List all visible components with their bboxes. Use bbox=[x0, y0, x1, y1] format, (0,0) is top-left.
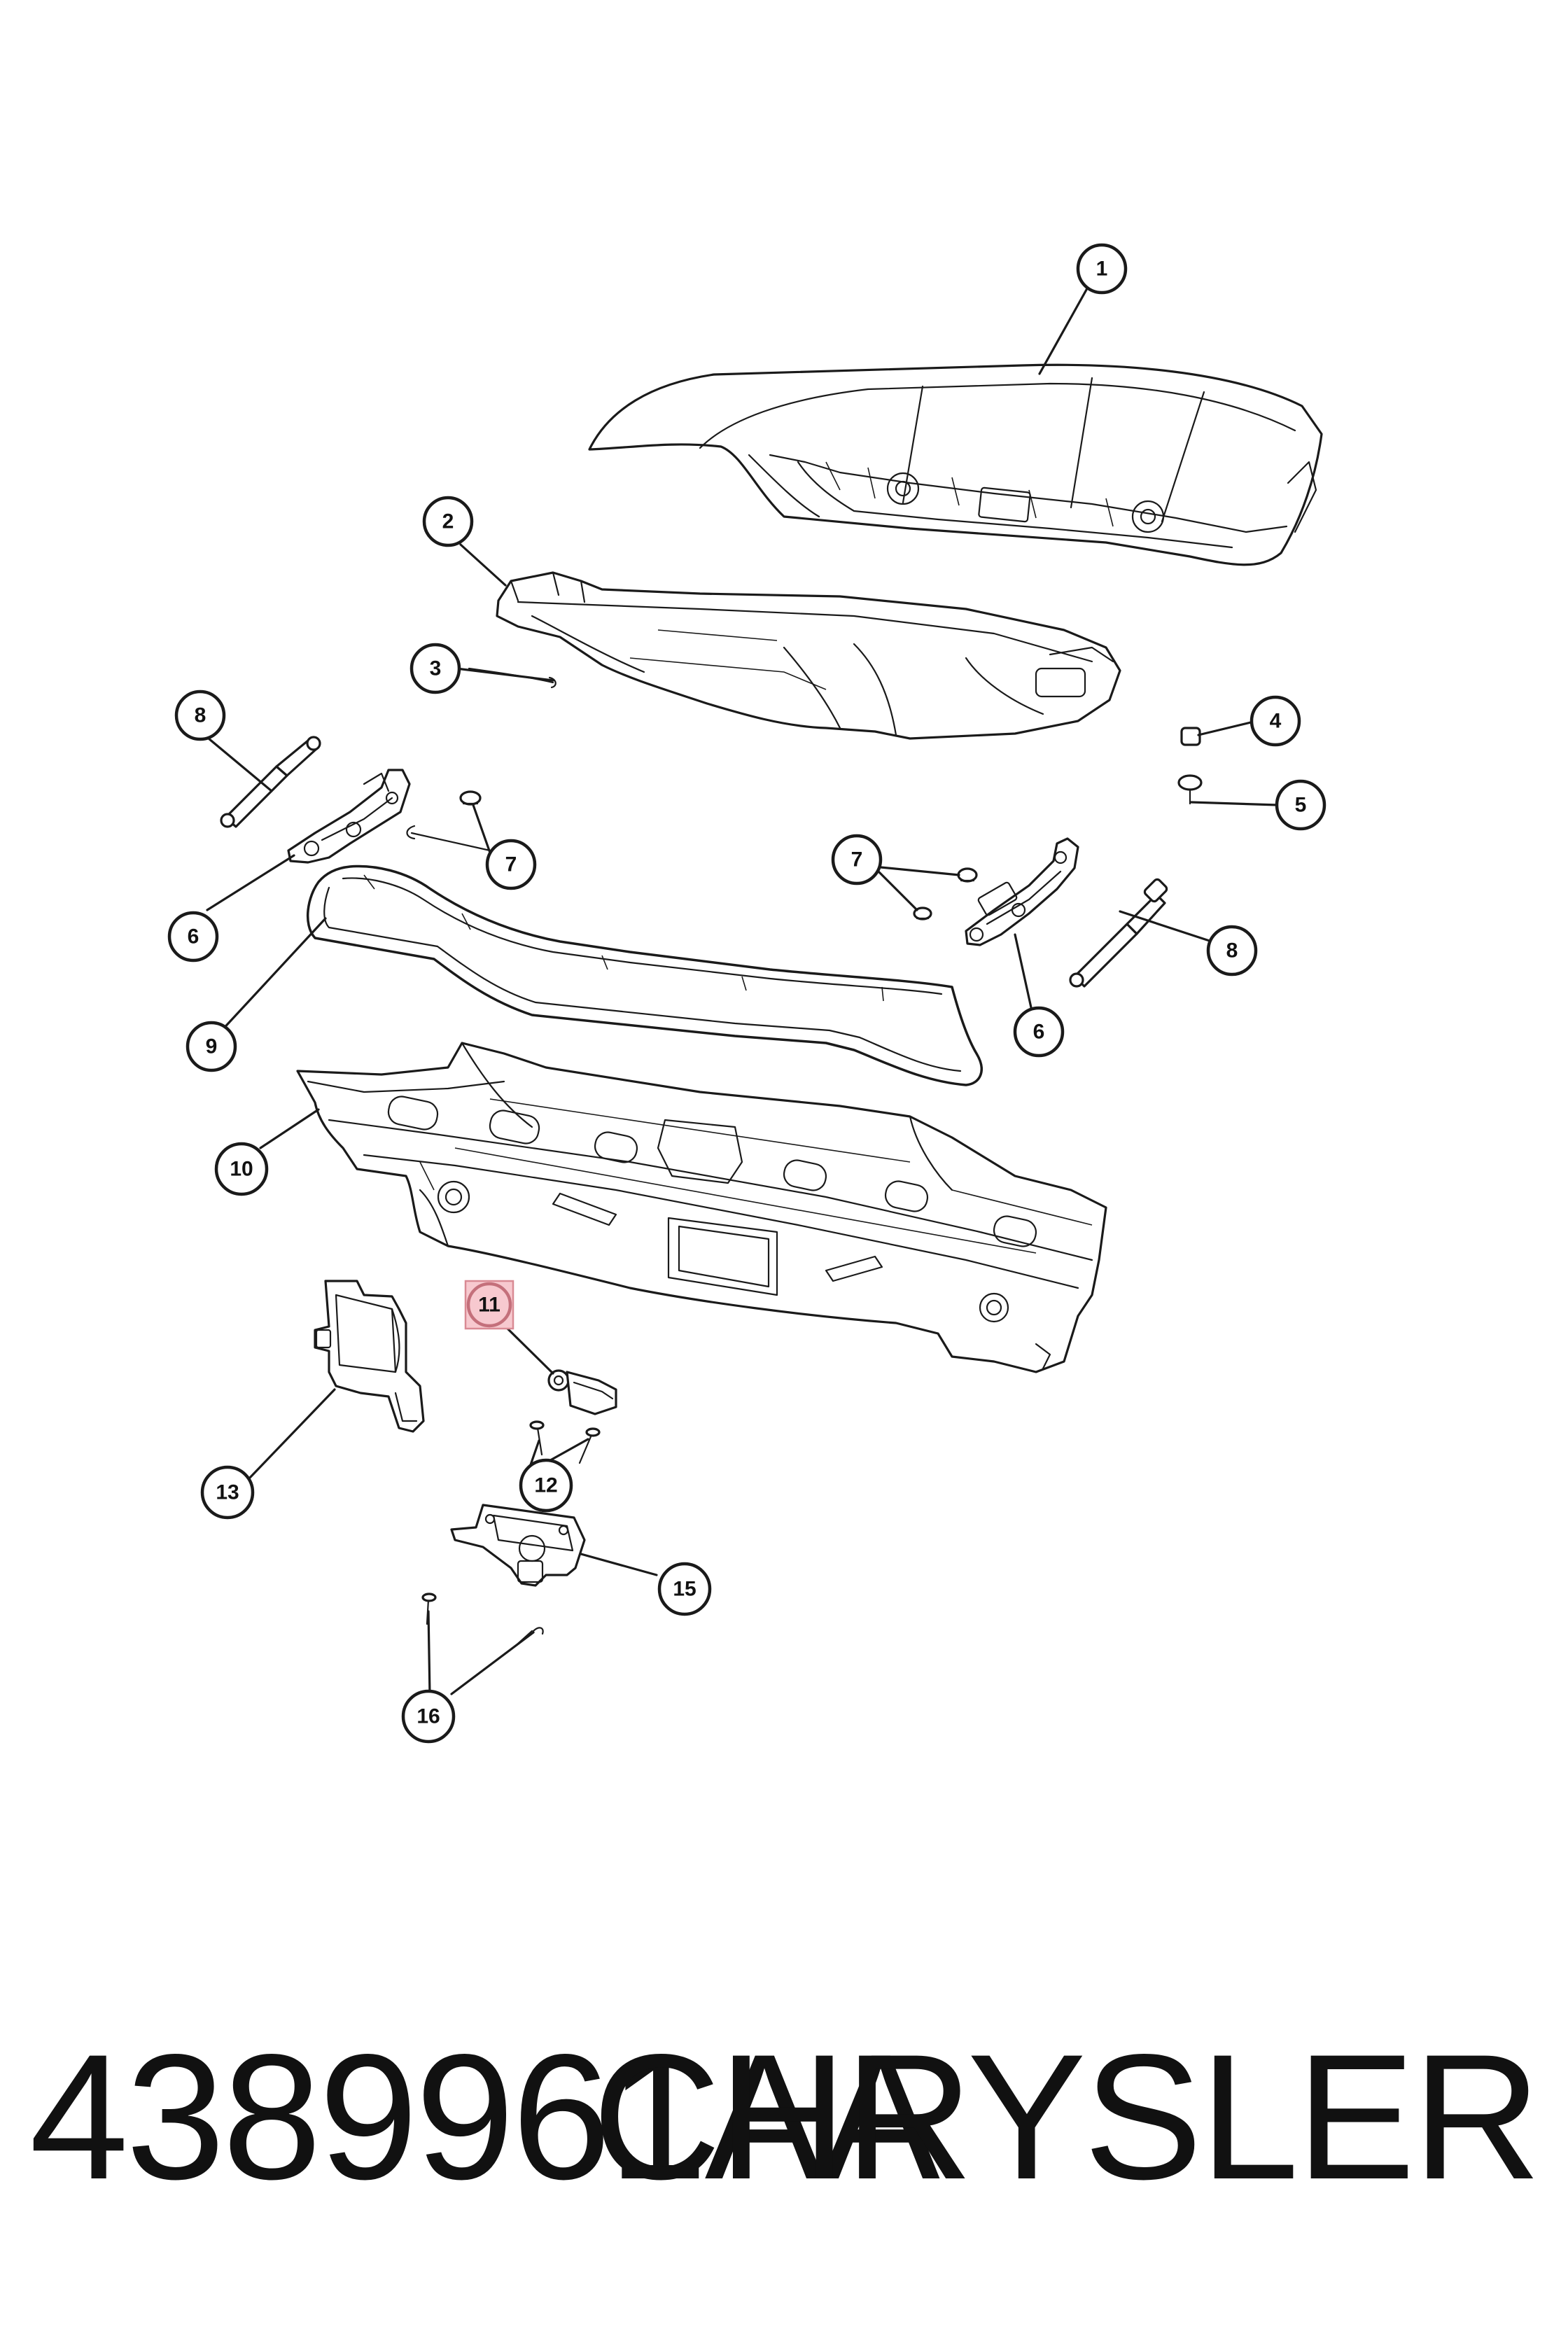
part-switch bbox=[547, 1369, 617, 1415]
svg-text:13: 13 bbox=[216, 1481, 239, 1504]
part-bolts-16 bbox=[421, 1592, 544, 1645]
part-rear-panel bbox=[296, 1042, 1107, 1373]
callout-12[interactable]: 12 bbox=[519, 1458, 573, 1513]
svg-text:15: 15 bbox=[673, 1578, 696, 1601]
part-trim-panel bbox=[496, 571, 1121, 740]
leader-lines bbox=[203, 276, 1279, 1697]
svg-text:7: 7 bbox=[851, 848, 863, 872]
callout-3[interactable]: 3 bbox=[410, 643, 461, 694]
callout-6-right[interactable]: 6 bbox=[1013, 1006, 1065, 1058]
part-weatherstrip bbox=[306, 864, 983, 1086]
callout-7-right[interactable]: 7 bbox=[831, 834, 883, 886]
callout-4[interactable]: 4 bbox=[1250, 695, 1301, 747]
part-number: 4389961AA bbox=[29, 2017, 940, 2217]
svg-text:1: 1 bbox=[1096, 258, 1108, 281]
part-hinge-right bbox=[965, 837, 1079, 946]
svg-text:11: 11 bbox=[478, 1294, 500, 1317]
svg-text:9: 9 bbox=[206, 1035, 218, 1058]
part-clip-left bbox=[406, 790, 491, 852]
callout-9[interactable]: 9 bbox=[186, 1021, 237, 1072]
svg-text:2: 2 bbox=[442, 510, 454, 533]
callout-8-right[interactable]: 8 bbox=[1206, 925, 1258, 976]
part-gas-strut-left bbox=[220, 736, 321, 828]
svg-text:4: 4 bbox=[1270, 710, 1282, 733]
callout-2[interactable]: 2 bbox=[422, 496, 474, 547]
svg-text:5: 5 bbox=[1295, 794, 1307, 817]
callout-13[interactable]: 13 bbox=[200, 1465, 255, 1520]
svg-text:7: 7 bbox=[505, 853, 517, 876]
part-push-pin bbox=[1177, 774, 1203, 805]
part-clip-right bbox=[913, 867, 978, 920]
part-bumper bbox=[1180, 727, 1201, 746]
callout-6-left[interactable]: 6 bbox=[167, 911, 219, 962]
part-gas-strut-right bbox=[1069, 878, 1168, 988]
part-latch bbox=[450, 1504, 586, 1587]
callout-15[interactable]: 15 bbox=[657, 1562, 712, 1616]
part-hinge-left bbox=[287, 769, 411, 864]
callout-5[interactable]: 5 bbox=[1275, 779, 1326, 831]
svg-text:12: 12 bbox=[534, 1474, 557, 1497]
svg-text:6: 6 bbox=[188, 925, 200, 948]
svg-text:8: 8 bbox=[1226, 939, 1238, 962]
part-screws-12 bbox=[529, 1420, 601, 1464]
svg-text:3: 3 bbox=[430, 657, 442, 680]
svg-text:10: 10 bbox=[230, 1158, 253, 1181]
callout-1[interactable]: 1 bbox=[1076, 243, 1128, 295]
footer: 4389961AA CHRYSLER bbox=[0, 2002, 1568, 2233]
svg-text:16: 16 bbox=[416, 1705, 440, 1728]
part-actuator bbox=[314, 1280, 425, 1433]
callout-7-left[interactable]: 7 bbox=[485, 839, 537, 890]
part-deck-lid bbox=[588, 363, 1323, 566]
svg-text:6: 6 bbox=[1033, 1021, 1045, 1044]
callout-16[interactable]: 16 bbox=[401, 1689, 456, 1744]
callout-8-left[interactable]: 8 bbox=[174, 690, 226, 741]
svg-text:8: 8 bbox=[195, 704, 206, 727]
callout-10[interactable]: 10 bbox=[214, 1142, 269, 1196]
brand-name: CHRYSLER bbox=[592, 2017, 1541, 2217]
callout-11[interactable]: 11 bbox=[466, 1282, 512, 1328]
